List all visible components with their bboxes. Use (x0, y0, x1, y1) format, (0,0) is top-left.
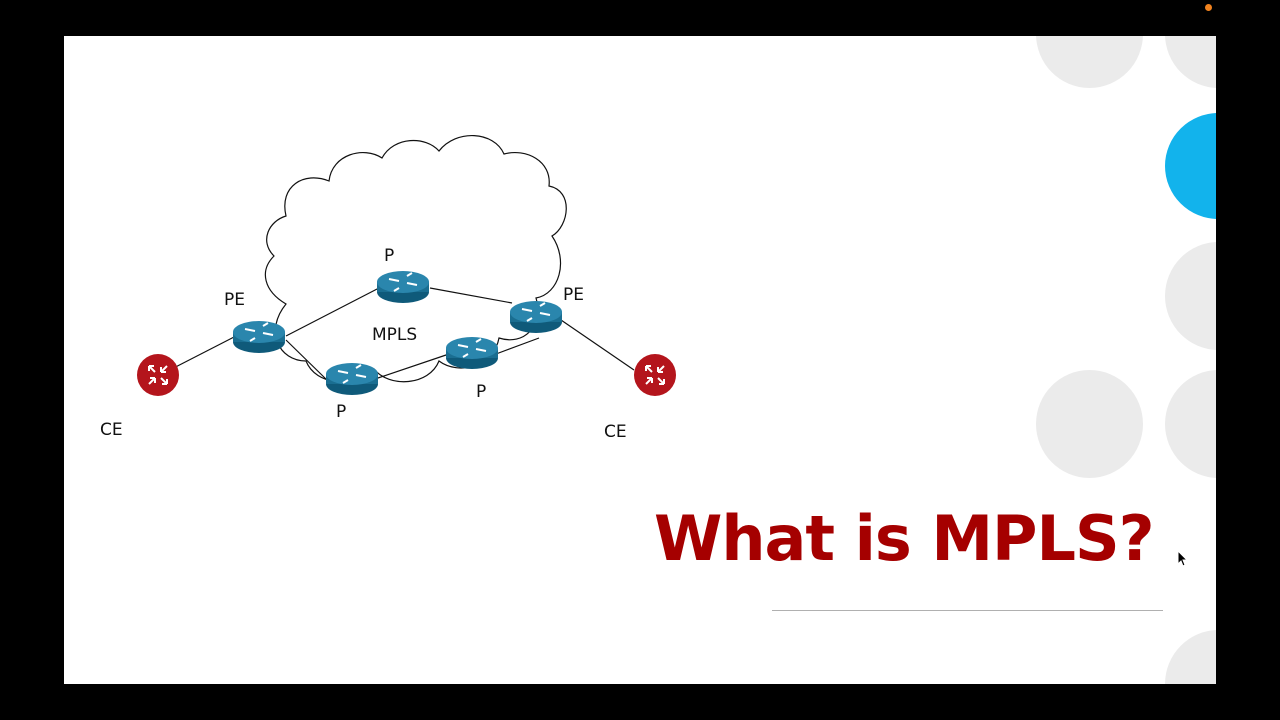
node-label-ce-left: CE (100, 420, 123, 440)
slide-title: What is MPLS? (654, 502, 1155, 575)
node-label-p-bottom-left: P (336, 402, 347, 422)
node-label-pe-right: PE (563, 285, 584, 305)
accent-circle (1165, 113, 1216, 219)
mouse-pointer-icon (1177, 550, 1189, 567)
node-label-ce-right: CE (604, 422, 627, 442)
title-divider (772, 610, 1163, 611)
recording-indicator (1205, 4, 1212, 11)
node-label-p-bottom-right: P (476, 382, 487, 402)
deco-circle (1165, 630, 1216, 684)
cloud-label-mpls: MPLS (372, 325, 418, 345)
deco-circle (1036, 370, 1143, 478)
deco-circle (1165, 370, 1216, 478)
mpls-network-diagram (136, 135, 677, 397)
presentation-slide: PE P MPLS PE P P CE CE What is MPLS? (64, 36, 1216, 684)
deco-circle (1036, 36, 1143, 88)
mpls-cloud (264, 135, 567, 383)
node-label-p-top: P (384, 246, 395, 266)
node-label-pe-left: PE (224, 290, 245, 310)
deco-circle (1165, 36, 1216, 88)
deco-circle (1165, 242, 1216, 350)
